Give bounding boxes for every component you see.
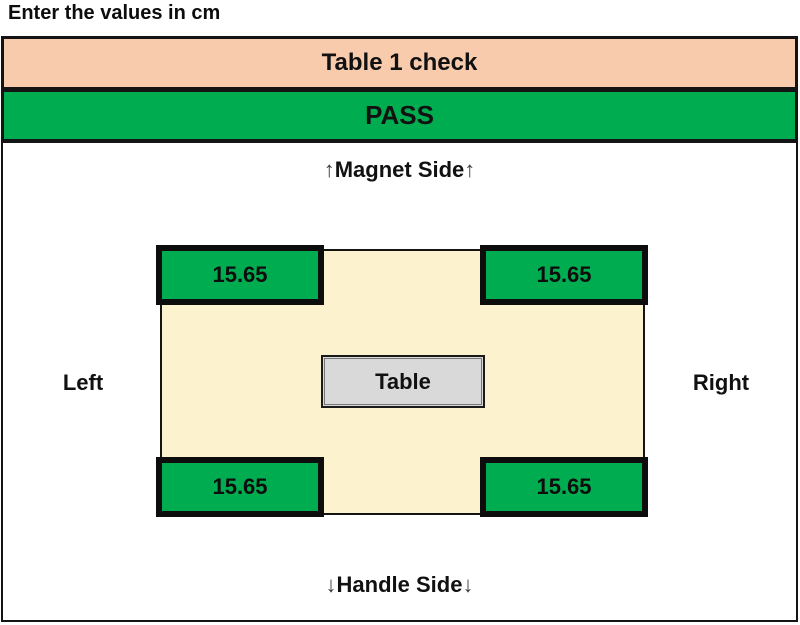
- page-title: Enter the values in cm: [8, 2, 221, 24]
- magnet-side-text: Magnet Side: [334, 157, 465, 182]
- measurement-value: 15.65: [536, 474, 592, 499]
- right-side-label: Right: [692, 370, 750, 395]
- table-check-header-label: Table 1 check: [321, 49, 478, 76]
- up-arrow-icon: ↑: [323, 157, 335, 182]
- down-arrow-icon: ↓: [325, 572, 337, 597]
- handle-side-text: Handle Side: [336, 572, 463, 597]
- measurement-cell-top-right[interactable]: 15.65: [480, 245, 648, 305]
- diagram-panel: ↑Magnet Side↑ 15.65 15.65 15.65 15.65 Le…: [1, 141, 798, 622]
- status-banner: PASS: [1, 89, 798, 142]
- status-text: PASS: [365, 100, 434, 130]
- up-arrow-icon: ↑: [464, 157, 476, 182]
- table-check-header: Table 1 check: [1, 36, 798, 90]
- left-side-label: Left: [62, 370, 104, 395]
- magnet-side-label: ↑Magnet Side↑: [3, 157, 796, 183]
- measurement-value: 15.65: [212, 474, 268, 499]
- measurement-cell-bottom-right[interactable]: 15.65: [480, 457, 648, 517]
- measurement-value: 15.65: [536, 262, 592, 287]
- measurement-value: 15.65: [212, 262, 268, 287]
- table-center-box: Table: [321, 355, 485, 408]
- handle-side-label: ↓Handle Side↓: [3, 572, 796, 598]
- measurement-cell-bottom-left[interactable]: 15.65: [156, 457, 324, 517]
- down-arrow-icon: ↓: [462, 572, 474, 597]
- measurement-cell-top-left[interactable]: 15.65: [156, 245, 324, 305]
- table-center-label: Table: [375, 368, 431, 394]
